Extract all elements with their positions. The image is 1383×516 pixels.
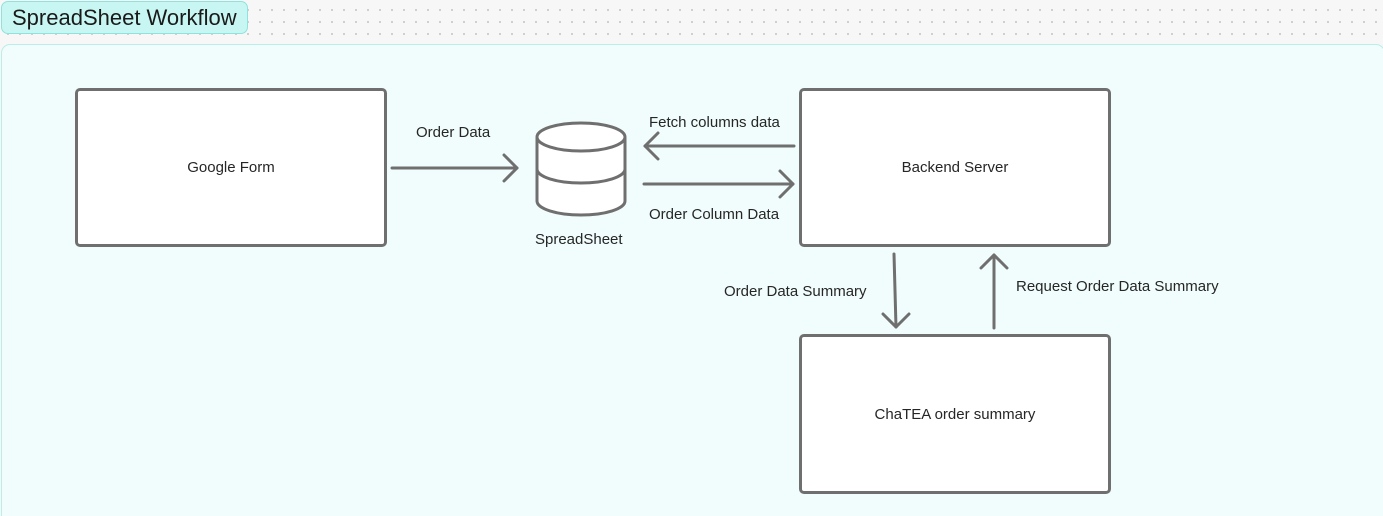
frame-title[interactable]: SpreadSheet Workflow — [1, 1, 248, 34]
node-chatea-label: ChaTEA order summary — [874, 405, 1036, 423]
database-cylinder-icon[interactable] — [535, 121, 627, 217]
arrow-request-order-data-summary[interactable] — [979, 253, 1009, 330]
node-backend-server-label: Backend Server — [901, 159, 1009, 176]
arrow-fetch-columns-data[interactable] — [643, 131, 796, 161]
arrow-order-data[interactable] — [390, 153, 519, 183]
arrow-order-column-data[interactable] — [642, 169, 795, 199]
node-google-form-label: Google Form — [187, 159, 275, 176]
edge-label-order-column-data: Order Column Data — [649, 206, 780, 223]
edge-label-order-data-summary: Order Data Summary — [724, 283, 867, 300]
spreadsheet-label: SpreadSheet — [535, 231, 623, 248]
node-google-form[interactable]: Google Form — [75, 88, 387, 247]
edge-label-request-order-data-summary: Request Order Data Summary — [1016, 278, 1219, 295]
edge-label-order-data: Order Data — [416, 124, 491, 141]
arrow-order-data-summary[interactable] — [881, 252, 911, 329]
node-backend-server[interactable]: Backend Server — [799, 88, 1111, 247]
node-chatea-order-summary[interactable]: ChaTEA order summary — [799, 334, 1111, 494]
edge-label-fetch-columns-data: Fetch columns data — [649, 114, 780, 131]
